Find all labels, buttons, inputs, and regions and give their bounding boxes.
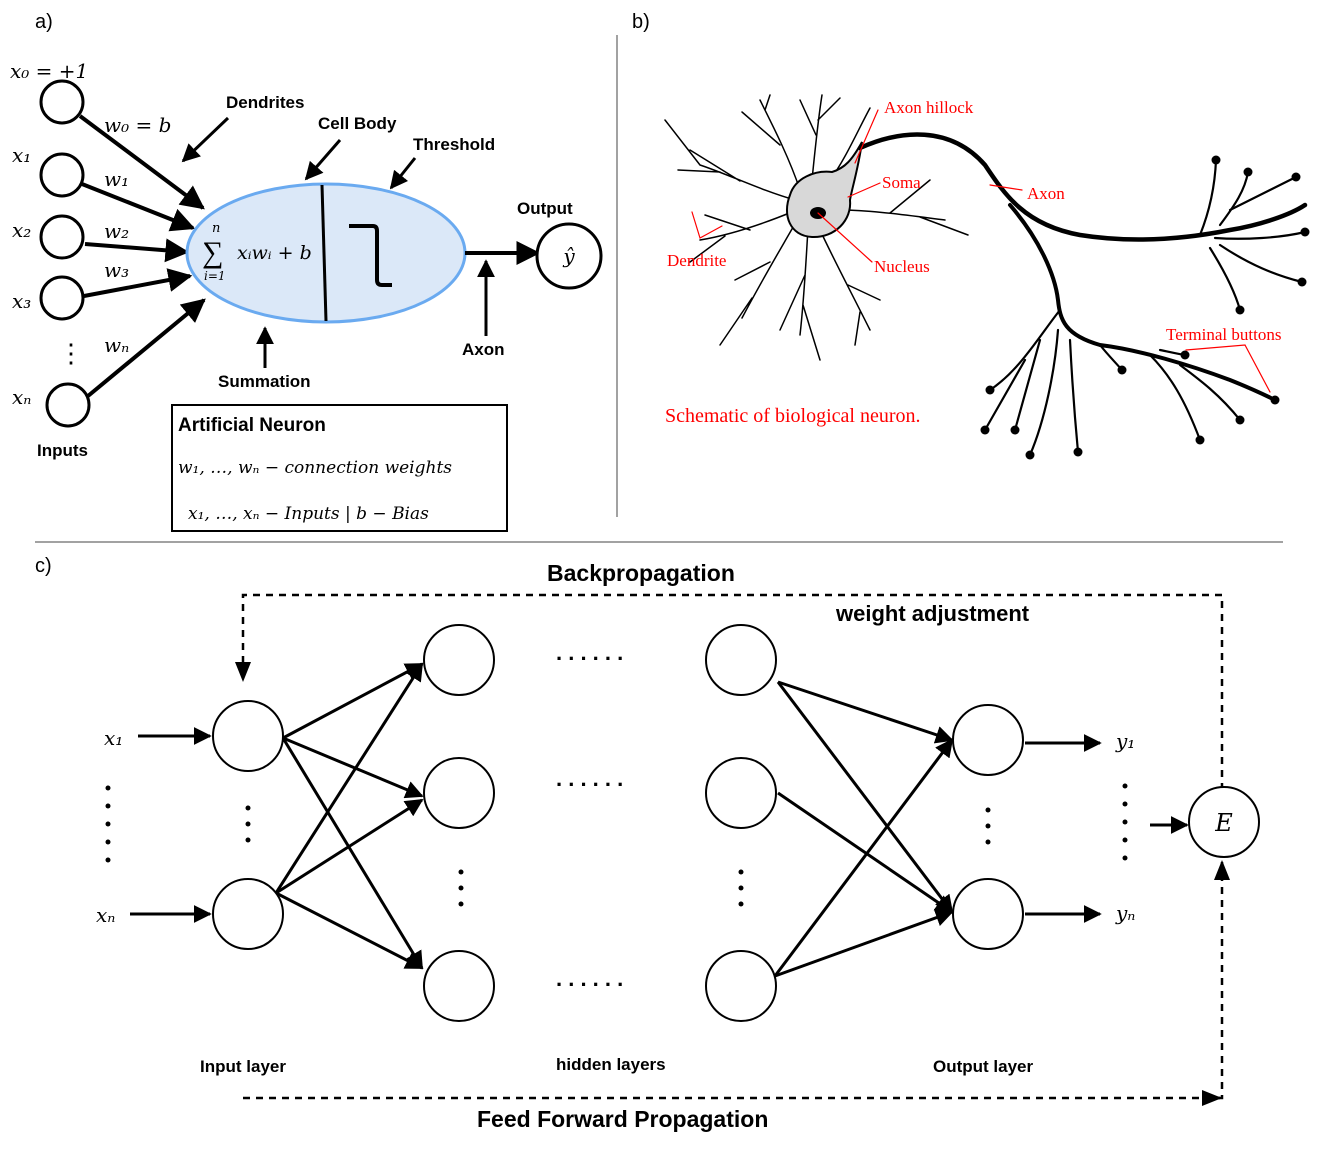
hidden-layer-k-node-n [705, 950, 777, 1022]
panel-label-c: c) [35, 555, 52, 577]
input-layer-node-n [212, 878, 284, 950]
feed-forward-dashed-path [243, 860, 1230, 1100]
input-node-x0 [39, 79, 85, 125]
output-yn-label: yₙ [1115, 901, 1135, 925]
terminal-buttons [980, 155, 1310, 460]
dendrites-arrow [181, 116, 230, 163]
input-vdots: ⋮ [58, 339, 84, 368]
error-node [1188, 786, 1260, 858]
label-dendrite: Dendrite [667, 251, 726, 270]
weight-arrow-w2 [84, 238, 190, 263]
panel-a-artificial-neuron: x₀ = +1 x₁ x₂ x₃ ⋮ xₙ Inputs w₀ = b w₁ w… [10, 59, 603, 532]
input-node-x1 [39, 152, 85, 198]
cell-body-label: Cell Body [318, 114, 397, 133]
output-layer-node-1 [952, 704, 1024, 776]
input-xn-label: xₙ [96, 903, 115, 927]
output-symbol: ŷ [562, 244, 575, 268]
cell-body-arrow [304, 139, 342, 181]
ellipsis-dots [105, 783, 1128, 907]
weight-arrow-wn [86, 298, 206, 398]
dendrites-label: Dendrites [226, 93, 304, 112]
output-layer-label: Output layer [933, 1057, 1034, 1076]
weight-label-wn: wₙ [104, 333, 129, 357]
legend-line-weights: w₁, …, wₙ − connection weights [178, 458, 452, 478]
input-x1-label: x₁ [104, 726, 123, 750]
panel-b-biological-neuron [664, 94, 1310, 460]
hidden-layer-1-node-1 [423, 624, 495, 696]
input-node-x3 [39, 275, 85, 321]
panel-label-b: b) [632, 11, 650, 33]
soma [786, 141, 863, 239]
label-soma: Soma [882, 173, 921, 192]
input-layer-label: Input layer [200, 1057, 286, 1076]
output-layer-node-n [952, 878, 1024, 950]
sum-sigma: ∑ [202, 236, 223, 269]
weight-label-w1: w₁ [104, 167, 129, 191]
input-label-x1: x₁ [12, 143, 31, 167]
dendrite-branches [664, 94, 969, 361]
input-node-xn [45, 382, 91, 428]
hidden-hdots-top: . . . . . . [556, 640, 623, 665]
legend-title: Artificial Neuron [178, 415, 326, 436]
error-node-label: E [1214, 809, 1233, 837]
panel-b-caption: Schematic of biological neuron. [665, 405, 920, 427]
panel-b-labels: Axon hillock Soma Axon Nucleus Dendrite … [665, 98, 1281, 427]
weight-arrow-w1 [81, 182, 196, 232]
label-axon-hillock: Axon hillock [884, 98, 974, 117]
weight-adjustment-label: weight adjustment [835, 601, 1030, 626]
input-label-x0: x₀ = +1 [10, 59, 88, 83]
hidden-hdots-middle: . . . . . . [556, 766, 623, 791]
input-label-x3: x₃ [12, 289, 31, 313]
output-node [535, 222, 603, 290]
weight-arrow-w3 [83, 268, 193, 298]
legend-line-inputs-bias: x₁, …, xₙ − Inputs | b − Bias [188, 504, 429, 524]
threshold-step-icon [349, 224, 392, 287]
weight-label-w2: w₂ [104, 219, 129, 243]
hidden-layer-k-node-2 [705, 757, 777, 829]
feed-forward-label: Feed Forward Propagation [477, 1106, 768, 1132]
axon-label: Axon [462, 340, 505, 359]
inputs-label: Inputs [37, 441, 88, 460]
panel-label-a: a) [35, 11, 53, 33]
panel-c-network: Backpropagation weight adjustment Feed F… [96, 560, 1260, 1132]
label-nucleus: Nucleus [874, 257, 930, 276]
backprop-label: Backpropagation [547, 560, 735, 586]
label-axon: Axon [1027, 184, 1065, 203]
annotation-pointers [691, 109, 1271, 393]
axon-lower-branch [1008, 203, 1277, 402]
threshold-arrow [389, 157, 417, 190]
weight-label-w0: w₀ = b [104, 113, 171, 137]
hidden-layers-label: hidden layers [556, 1055, 666, 1074]
weight-arrow-w0 [78, 114, 205, 210]
input-node-x2 [39, 214, 85, 260]
network-nodes [212, 624, 1260, 1022]
sum-lower-limit: i=1 [204, 269, 226, 283]
hidden-layer-k-node-1 [705, 624, 777, 696]
label-terminal-buttons: Terminal buttons [1166, 325, 1281, 344]
output-y1-label: y₁ [1115, 729, 1135, 753]
summation-label: Summation [218, 372, 311, 391]
weight-label-w3: w₃ [104, 258, 129, 282]
hidden-layer-1-node-n [423, 950, 495, 1022]
hidden-hdots-bottom: . . . . . . [556, 966, 623, 991]
artificial-neuron-legend-box [171, 404, 508, 532]
hidden-layer-1-node-2 [423, 757, 495, 829]
input-layer-node-1 [212, 700, 284, 772]
output-label: Output [517, 199, 573, 218]
backprop-dashed-path [235, 593, 1224, 790]
sum-expression: xᵢwᵢ + b [237, 242, 312, 264]
input-label-x2: x₂ [12, 218, 31, 242]
axon [857, 132, 1308, 242]
cell-divider [320, 184, 328, 322]
network-connections [130, 662, 1189, 978]
terminal-branches [983, 158, 1307, 457]
threshold-label: Threshold [413, 135, 495, 154]
input-label-xn: xₙ [12, 385, 31, 409]
sum-upper-limit: n [212, 221, 220, 236]
